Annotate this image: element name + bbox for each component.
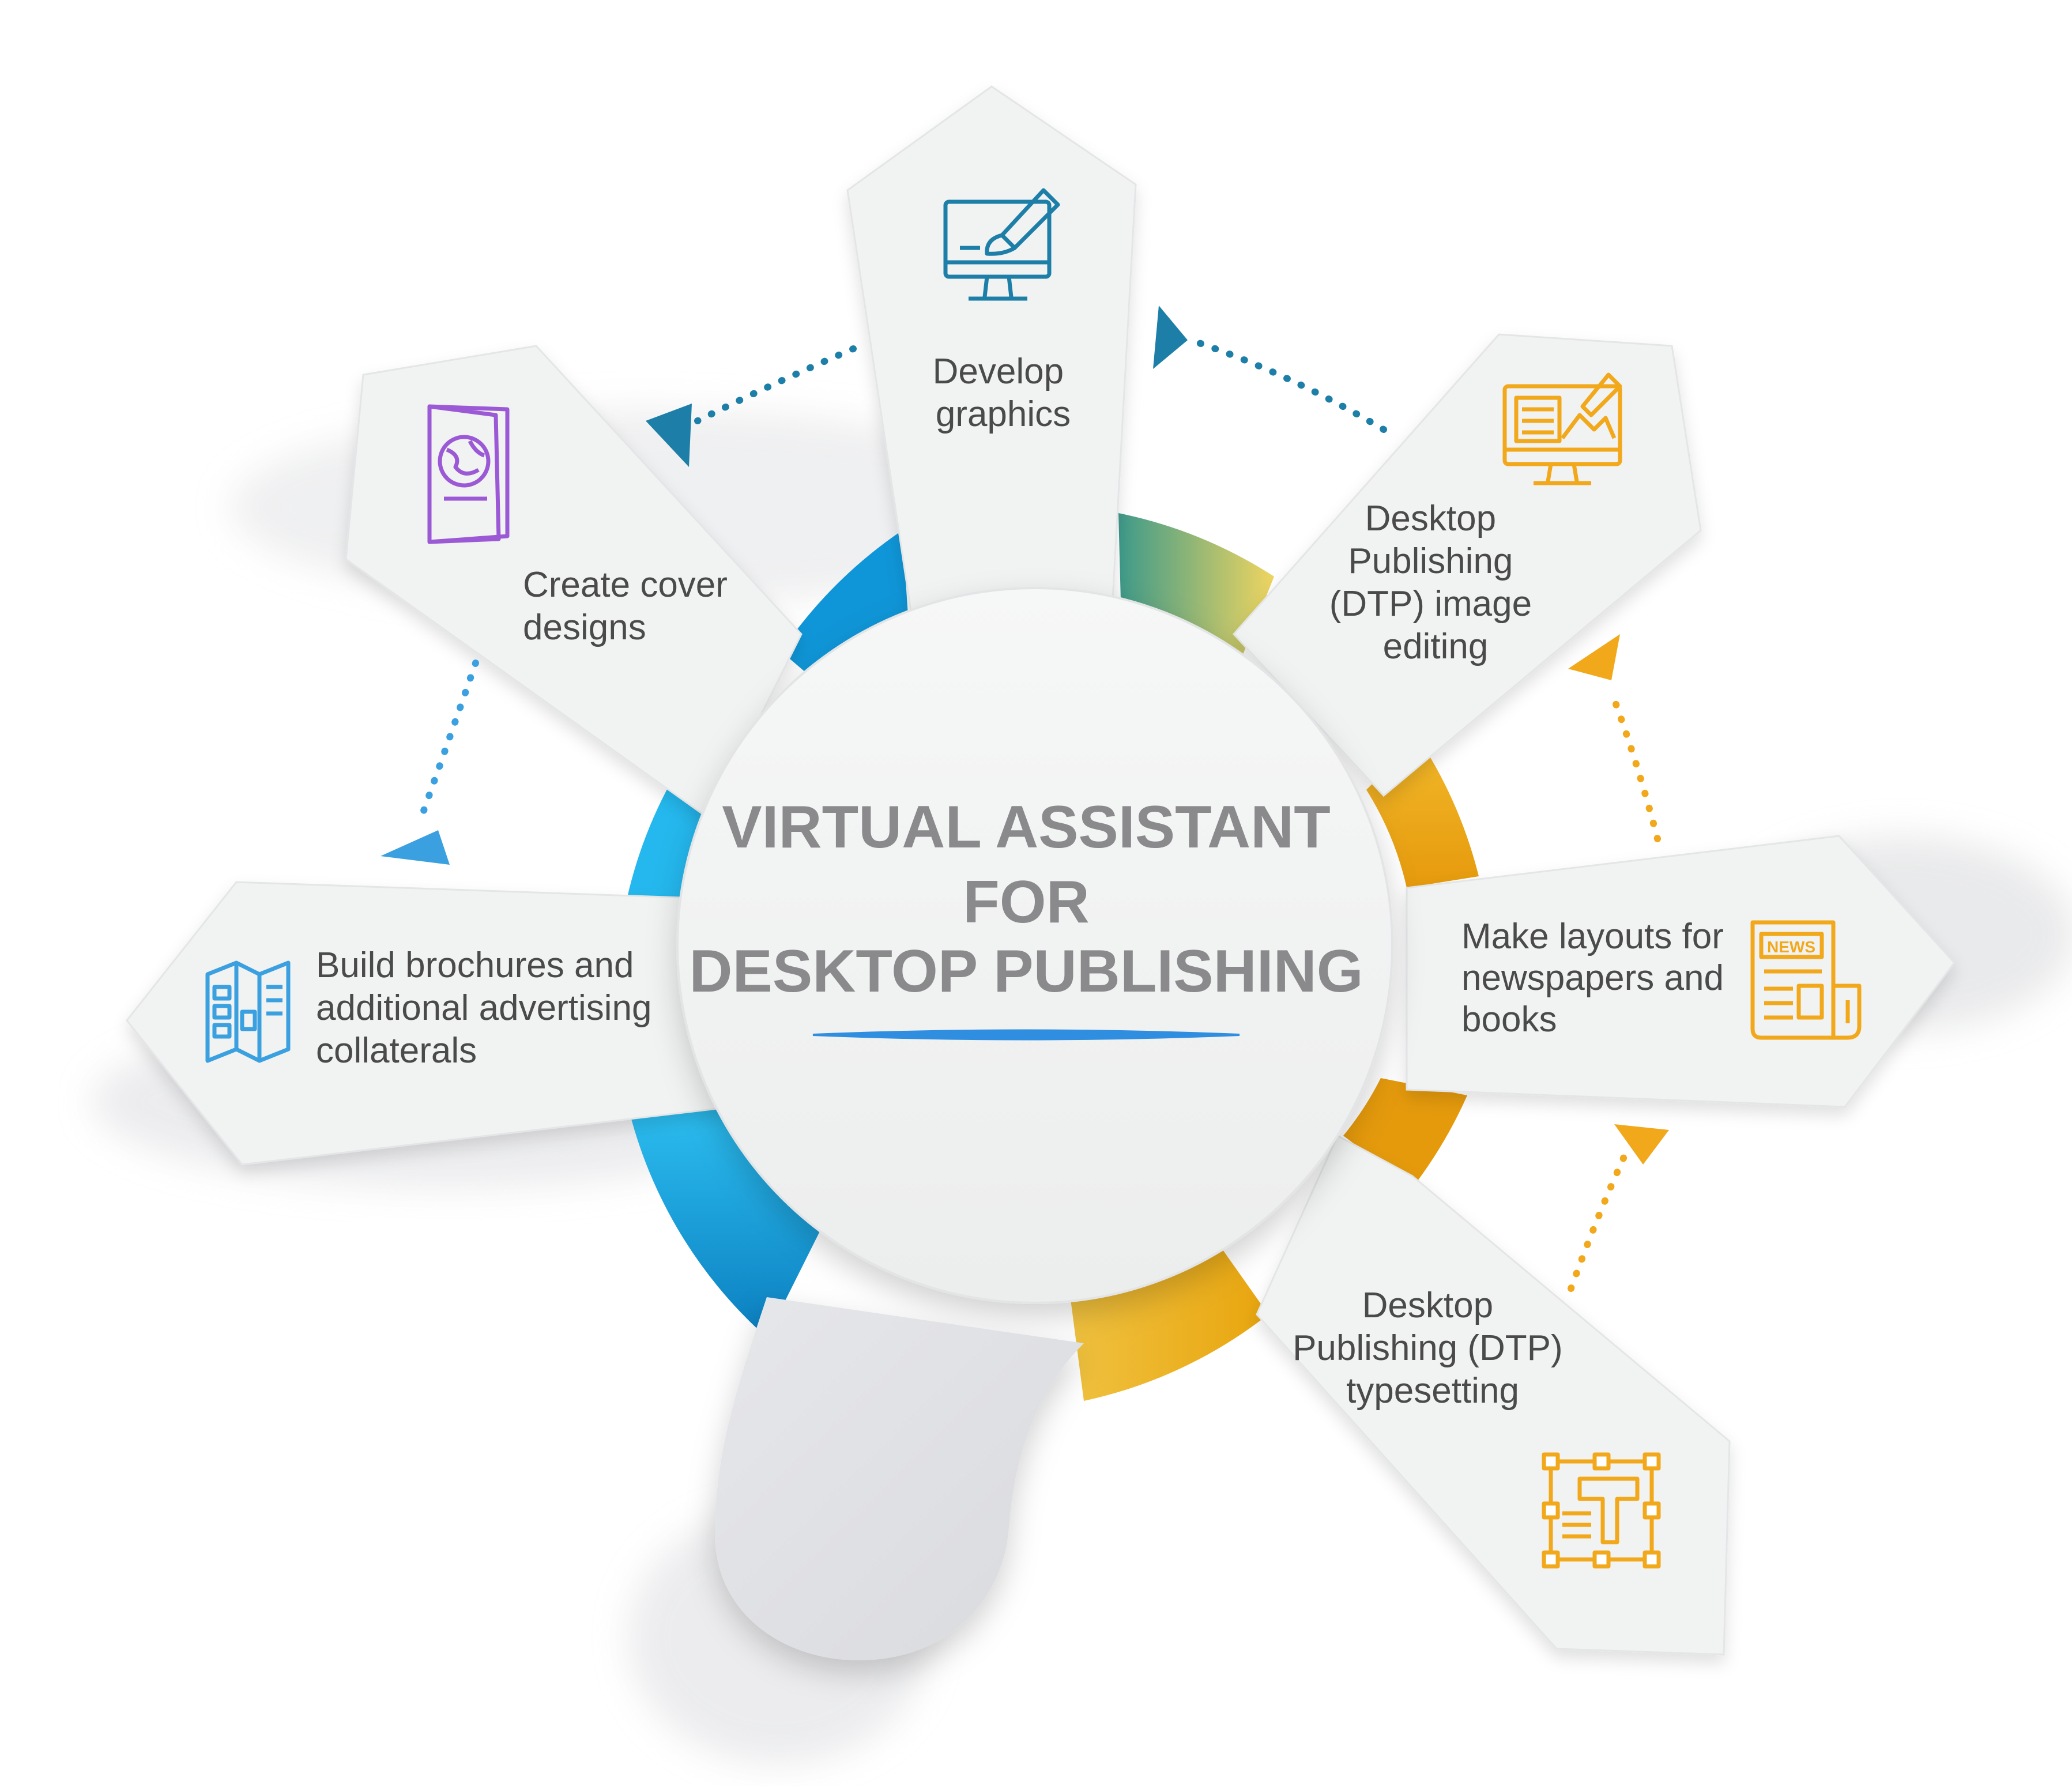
label-image-editing-line: (DTP) image [1329, 584, 1532, 624]
connectors [381, 306, 1669, 1292]
ring-segment-amber-lower-right [1343, 1078, 1467, 1188]
label-brochures-line: collaterals [316, 1031, 477, 1071]
label-brochures-line: Build brochures and [316, 945, 634, 985]
label-image-editing-line: Publishing [1348, 541, 1513, 581]
label-layouts: Make layouts for newspapers and books [1461, 917, 1734, 1039]
connector-typesetting-to-layouts [1568, 1150, 1629, 1292]
item-labels: Develop graphics Desktop Publishing (DTP… [316, 352, 1734, 1411]
connector-cover-to-brochures [417, 660, 479, 822]
label-develop: Develop graphics [933, 352, 1074, 434]
label-typesetting-line: typesetting [1346, 1371, 1519, 1411]
label-cover-line: designs [523, 608, 646, 647]
monitor-paintbrush-icon [943, 188, 1060, 301]
panel-develop [846, 85, 1137, 612]
label-layouts-line: books [1461, 1000, 1557, 1039]
label-brochures: Build brochures and additional advertisi… [316, 945, 662, 1071]
label-cover: Create cover designs [523, 565, 737, 647]
typesetting-icon [1542, 1452, 1661, 1569]
badge-handle [715, 1297, 1084, 1660]
book-globe-icon [427, 404, 510, 544]
label-typesetting-line: Publishing (DTP) [1293, 1328, 1563, 1368]
center-badge [676, 587, 1393, 1660]
label-image-editing-line: editing [1383, 627, 1489, 666]
arrowhead-to-develop [1153, 306, 1188, 369]
label-layouts-line: Make layouts for [1461, 917, 1724, 956]
newspaper-icon [1750, 920, 1862, 1040]
badge-circle [676, 587, 1393, 1304]
monitor-image-edit-icon [1502, 372, 1622, 485]
label-brochures-line: additional advertising [316, 988, 652, 1028]
arrowhead-to-brochures [381, 830, 450, 865]
label-image-editing-line: Desktop [1365, 499, 1496, 538]
news-label: NEWS [1767, 938, 1815, 956]
panel-typesetting [1256, 1134, 1731, 1656]
arrowhead-to-layouts [1614, 1124, 1669, 1165]
title-line-3: DESKTOP PUBLISHING [689, 938, 1363, 1005]
title-underline [812, 1029, 1240, 1041]
center-title: VIRTUAL ASSISTANT FOR DESKTOP PUBLISHING [689, 794, 1363, 1041]
connector-image-to-develop [1196, 340, 1387, 433]
title-line-1: VIRTUAL ASSISTANT [722, 794, 1330, 861]
label-develop-line: graphics [936, 394, 1071, 434]
label-layouts-line: newspapers and [1461, 958, 1724, 998]
label-cover-line: Create cover [523, 565, 728, 605]
title-line-2: FOR [963, 869, 1090, 936]
label-image-editing: Desktop Publishing (DTP) image editing [1329, 499, 1542, 666]
arrowhead-to-cover [646, 404, 692, 467]
label-develop-line: Develop [933, 352, 1064, 391]
label-typesetting-line: Desktop [1362, 1286, 1493, 1325]
brochure-icon [205, 960, 291, 1063]
label-typesetting: Desktop Publishing (DTP) typesetting [1293, 1286, 1573, 1411]
arrowhead-to-image [1568, 634, 1620, 680]
connector-layouts-to-image [1608, 688, 1661, 842]
connector-develop-to-cover [694, 345, 857, 424]
